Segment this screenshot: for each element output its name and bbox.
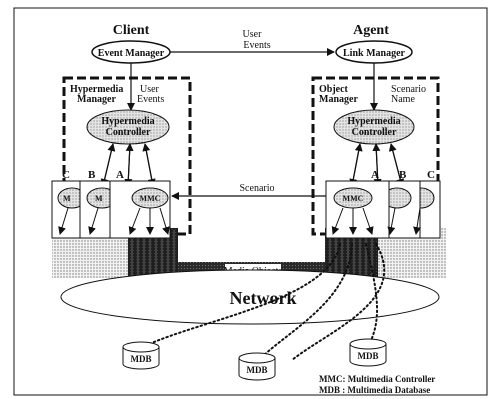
legend-mmc: MMC: Multimedia Controller bbox=[319, 374, 435, 384]
right-controller-mmc-arrows bbox=[349, 143, 405, 187]
scenario-name-1: Scenario bbox=[391, 84, 426, 95]
left-card-a: A MMC bbox=[109, 169, 171, 239]
mdb-left-label: MDB bbox=[131, 354, 152, 364]
hypermedia-manager-label-1: Hypermedia bbox=[70, 84, 123, 95]
left-card-a-mmc: MMC bbox=[140, 194, 161, 203]
left-card-c-mmc-partial: M bbox=[63, 194, 71, 203]
mdb-middle: MDB bbox=[238, 352, 276, 381]
right-card-a-mmc: MMC bbox=[343, 194, 364, 203]
client-title: Client bbox=[113, 23, 150, 38]
link-manager-label: Link Manager bbox=[343, 48, 406, 59]
left-hypermedia-controller: Hypermedia Controller bbox=[86, 109, 170, 145]
user-events-top-line1: User bbox=[243, 29, 263, 40]
right-letter-b: B bbox=[399, 169, 407, 181]
scenario-label: Scenario bbox=[240, 183, 275, 194]
left-controller-line1: Hypermedia bbox=[101, 116, 154, 127]
object-manager-label-2: Manager bbox=[319, 94, 358, 105]
mdb-right-label: MDB bbox=[358, 351, 379, 361]
right-controller-line1: Hypermedia bbox=[347, 116, 400, 127]
mdb-links bbox=[144, 243, 385, 361]
hypermedia-manager-label-2: Manager bbox=[77, 94, 116, 105]
scenario-name-2: Name bbox=[391, 94, 415, 105]
event-manager-label: Event Manager bbox=[98, 48, 165, 59]
right-letter-c: C bbox=[427, 169, 435, 181]
right-controller-line2: Controller bbox=[352, 127, 397, 138]
left-controller-mmc-arrows bbox=[100, 143, 156, 187]
left-card-arrows bbox=[58, 207, 170, 235]
object-manager-label-1: Object bbox=[319, 84, 349, 95]
right-letter-a: A bbox=[371, 169, 379, 181]
user-events-left-1: User bbox=[140, 84, 160, 95]
right-hypermedia-controller: Hypermedia Controller bbox=[333, 109, 415, 145]
mdb-middle-label: MDB bbox=[247, 365, 268, 375]
outer-frame bbox=[13, 7, 488, 396]
right-card-arrows bbox=[331, 207, 422, 235]
network-ellipse bbox=[60, 269, 440, 325]
mdb-right: MDB bbox=[349, 338, 387, 367]
left-letter-a: A bbox=[116, 169, 124, 181]
agent-title: Agent bbox=[353, 23, 389, 38]
mdb-left: MDB bbox=[122, 341, 160, 370]
network-label: Network bbox=[230, 288, 297, 308]
link-manager-node: Link Manager bbox=[335, 40, 413, 64]
left-letter-b: B bbox=[88, 169, 96, 181]
left-card-b-mmc-partial: M bbox=[95, 194, 103, 203]
event-manager-node: Event Manager bbox=[91, 40, 171, 64]
legend-mdb: MDB : Multimedia Database bbox=[319, 385, 430, 395]
left-mmc-stack: C M B M A MMC bbox=[51, 169, 171, 239]
left-controller-line2: Controller bbox=[106, 127, 151, 138]
user-events-left-2: Events bbox=[137, 94, 164, 105]
right-mmc-stack: C B A MMC bbox=[325, 169, 441, 239]
user-events-top-line2: Events bbox=[243, 40, 270, 51]
left-letter-c: C bbox=[62, 169, 70, 181]
